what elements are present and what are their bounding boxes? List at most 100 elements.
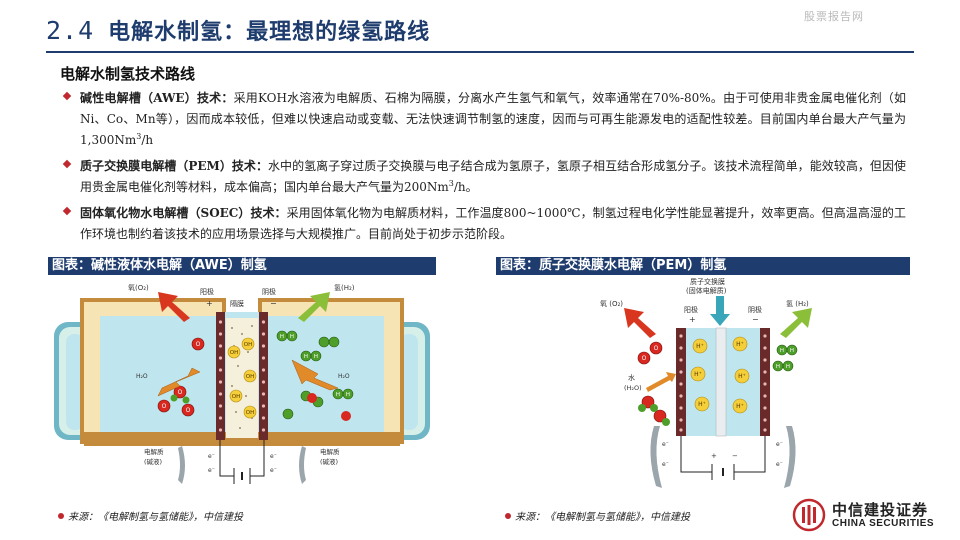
hydrogen-atom-label: H — [336, 392, 340, 398]
bullet-heading: 质子交换膜电解槽（PEM）技术： — [80, 159, 268, 173]
source-note-right: 来源：《电解制氢与氢储能》，中信建投 — [505, 508, 690, 523]
electron-label: e⁻ — [270, 467, 277, 474]
electron-label: e⁻ — [662, 461, 669, 468]
hydrogen-outlet-arrow — [780, 308, 812, 338]
pem-circuit — [680, 436, 766, 480]
bullet-marker — [62, 159, 72, 169]
diaphragm-label: 隔膜 — [230, 299, 244, 308]
pem-solid-label: (固体电解质) — [686, 286, 727, 295]
awe-oh-ions: OH OH OH OH OH — [227, 337, 257, 419]
page-header: 2.4 电解水制氢：最理想的绿氢路线 — [46, 14, 430, 46]
awe-cathode — [259, 312, 268, 440]
oxygen-label: 氧(O₂) — [128, 283, 149, 292]
hydrogen-atom-label: H — [780, 348, 784, 354]
proton-label: H⁺ — [696, 343, 704, 350]
awe-oxygen-molecules: O O O O — [157, 337, 205, 417]
water-label: H₂O — [136, 373, 148, 380]
cathode-sign: − — [732, 452, 738, 460]
section-subtitle: 电解水制氢技术路线 — [60, 65, 196, 83]
oxygen-outlet-arrow — [624, 308, 656, 338]
bullet-tail: /h。 — [453, 180, 478, 194]
oxygen-atom-label: O — [178, 389, 183, 396]
hydrogen-atom-label: H — [346, 392, 350, 398]
electrolyte-label: 电解质 — [320, 447, 340, 456]
hydrogen-atom-label: H — [790, 348, 794, 354]
oxygen-atom-label: O — [162, 403, 167, 410]
source-note-left: 来源：《电解制氢与氢储能》，中信建投 — [58, 508, 243, 523]
oh-ion-label: OH — [230, 350, 238, 356]
water-label: H₂O — [338, 373, 350, 380]
anode-sign: + — [206, 299, 213, 308]
citic-emblem-icon — [792, 498, 826, 532]
figure-caption-awe: 图表：碱性液体水电解（AWE）制氢 — [48, 257, 436, 275]
electron-label: e⁻ — [270, 453, 277, 460]
bullet-heading: 固体氧化物水电解槽（SOEC）技术： — [80, 206, 287, 220]
bullet-text: 采用固体氧化物为电解质材料，工作温度800~1000℃，制氢过程电化学性能显著提… — [80, 206, 906, 241]
cathode-label: 阴极 — [262, 287, 276, 296]
awe-diagram: OH OH OH OH OH O O O O — [48, 276, 436, 498]
source-text: 来源：《电解制氢与氢储能》，中信建投 — [515, 512, 690, 523]
bullet-list: 碱性电解槽（AWE）技术：采用KOH水溶液为电解质、石棉为隔膜，分离水产生氢气和… — [60, 88, 906, 250]
electrolyte-label: 电解质 — [144, 447, 164, 456]
bullet-soec: 固体氧化物水电解槽（SOEC）技术：采用固体氧化物为电解质材料，工作温度800~… — [60, 203, 906, 245]
oxygen-atom-label: O — [654, 345, 659, 352]
water-label: 水 — [628, 373, 635, 382]
alkali-label: (碱液) — [320, 457, 338, 466]
hydrogen-atom-label: H — [280, 334, 284, 340]
cathode-sign: − — [752, 315, 759, 324]
water-inlet-arrow — [646, 372, 676, 392]
oxygen-atom-label: O — [196, 341, 201, 348]
source-bullet — [505, 512, 511, 519]
header-divider — [46, 51, 914, 53]
hydrogen-atom-label: H — [304, 354, 308, 360]
hydrogen-atom-label: H — [786, 364, 790, 370]
electron-label: e⁻ — [776, 441, 783, 448]
pem-protons: H⁺ H⁺ H⁺ H⁺ H⁺ H⁺ — [690, 336, 750, 414]
proton-label: H⁺ — [736, 403, 744, 410]
bullet-pem: 质子交换膜电解槽（PEM）技术：水中的氢离子穿过质子交换膜与电子结合成为氢原子，… — [60, 156, 906, 198]
electron-label: e⁻ — [208, 467, 215, 474]
oh-ion-label: OH — [246, 410, 254, 416]
cathode-label: 阴极 — [748, 305, 762, 314]
watermark: 股票报告网 — [804, 10, 864, 23]
awe-ion-flow-arrows — [157, 359, 339, 397]
awe-anode — [216, 312, 225, 440]
pem-return-arrows — [650, 426, 796, 488]
awe-return-arrows — [178, 446, 306, 484]
section-number: 2.4 — [46, 16, 95, 45]
hydrogen-outlet-arrow — [298, 292, 330, 322]
oh-ion-label: OH — [246, 374, 254, 380]
alkali-label: (碱液) — [144, 457, 162, 466]
bullet-marker — [62, 206, 72, 216]
electron-labels: e⁻ e⁻ e⁻ e⁻ — [208, 453, 277, 474]
bullet-marker — [62, 91, 72, 101]
electron-labels: e⁻ e⁻ e⁻ e⁻ — [662, 441, 783, 468]
proton-label: H⁺ — [698, 401, 706, 408]
cathode-sign: − — [270, 299, 277, 308]
oxygen-atom-label: O — [186, 407, 191, 414]
logo-english-name: CHINA SECURITIES — [832, 517, 935, 529]
proton-label: H⁺ — [738, 373, 746, 380]
company-logo: 中信建投证券 CHINA SECURITIES — [792, 498, 934, 532]
proton-label: H⁺ — [736, 341, 744, 348]
oxygen-outlet-arrow — [158, 292, 190, 322]
pem-diagram: 质子交换膜 (固体电解质) 阳极 + 阴极 − 氧 (O₂) 氢 (H₂) — [590, 276, 820, 498]
hydrogen-atom-label: H — [776, 364, 780, 370]
pem-label: 质子交换膜 — [690, 277, 725, 286]
source-text: 来源：《电解制氢与氢储能》，中信建投 — [68, 512, 243, 523]
bullet-awe: 碱性电解槽（AWE）技术：采用KOH水溶液为电解质、石棉为隔膜，分离水产生氢气和… — [60, 88, 906, 151]
bullet-superscript: 3 — [448, 179, 454, 188]
bullet-heading: 碱性电解槽（AWE）技术： — [80, 91, 234, 105]
hydrogen-label: 氢(H₂) — [334, 283, 355, 292]
oxygen-label: 氧 (O₂) — [600, 299, 623, 308]
bullet-text: 水中的氢离子穿过质子交换膜与电子结合成为氢原子，氢原子相互结合形成氢分子。该技术… — [80, 159, 906, 194]
page-title: 电解水制氢：最理想的绿氢路线 — [108, 20, 431, 45]
oh-ion-label: OH — [232, 394, 240, 400]
hydrogen-label: 氢 (H₂) — [786, 299, 809, 308]
pem-inlet-arrow — [710, 296, 730, 326]
awe-hydrogen-molecules: H H H H H H — [276, 330, 354, 421]
water-formula-label: (H₂O) — [624, 384, 642, 392]
bullet-text: 采用KOH水溶液为电解质、石棉为隔膜，分离水产生氢气和氧气，效率通常在70%-8… — [80, 91, 906, 147]
oxygen-atom-label: O — [642, 355, 647, 362]
bullet-superscript: 3 — [136, 132, 142, 141]
